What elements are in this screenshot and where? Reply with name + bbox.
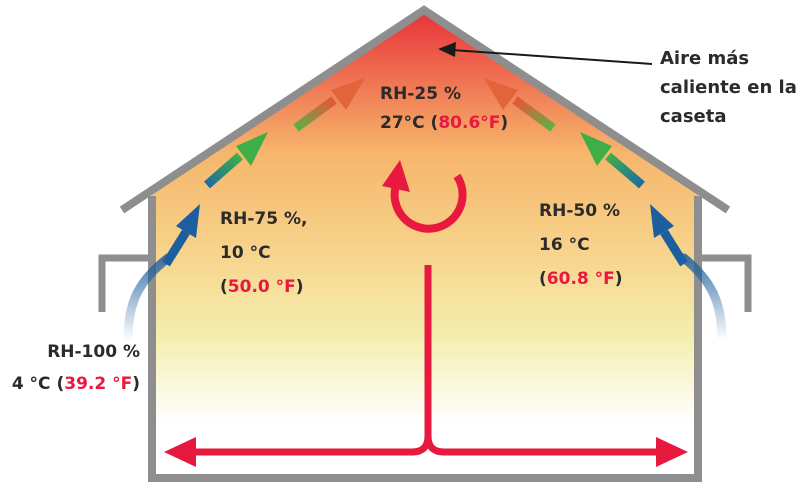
zone-top-temp-c: 27°C ( — [380, 113, 439, 133]
zone-outside-rh: RH-100 % — [47, 342, 140, 362]
note-line-2: caliente en la — [660, 77, 797, 98]
zone-outside-temp-f: 39.2 °F — [64, 374, 133, 394]
circular-arrow-icon — [382, 160, 467, 233]
airflow-arrow-icon-right-1 — [650, 204, 688, 267]
zone-outside-label: RH-100 % 4 °C (39.2 °F) — [8, 336, 140, 400]
house-interior — [152, 12, 698, 478]
zone-outside-temp-c: 4 °C ( — [11, 374, 65, 394]
zone-right-rh: RH-50 % — [539, 201, 620, 221]
zone-top-rh: RH-25 % — [380, 84, 461, 104]
floor-distribution-arrow — [164, 265, 688, 467]
airflow-arrow-icon-left-1 — [162, 204, 200, 267]
zone-left-open: ( — [220, 277, 228, 297]
zone-outside-temp: 4 °C (39.2 °F) — [8, 368, 140, 400]
zone-left-temp-f: 50.0 °F — [227, 277, 296, 297]
zone-right-temp-f: 60.8 °F — [546, 269, 615, 289]
zone-right-label: RH-50 % 16 °C (60.8 °F) — [539, 194, 623, 296]
zone-left-close: ) — [295, 277, 304, 297]
airflow-arrow-icon-left-3 — [293, 78, 365, 132]
warmest-air-note: Aire más caliente en la caseta — [660, 44, 797, 131]
zone-left-rh: RH-75 %, — [220, 209, 308, 229]
note-line-3: caseta — [660, 106, 727, 127]
airflow-arrow-icon-left-2 — [204, 132, 268, 189]
zone-right-temp-c: 16 °C — [539, 235, 590, 255]
zone-top-temp: 27°C (80.6°F) — [380, 109, 508, 138]
right-air-trail — [679, 253, 727, 345]
airflow-arrow-icon-right-2 — [580, 132, 645, 189]
annotation-pointer — [438, 42, 653, 65]
zone-outside-close: ) — [132, 374, 140, 394]
zone-top-close: ) — [500, 113, 509, 133]
right-vent — [698, 254, 752, 312]
note-line-1: Aire más — [660, 48, 750, 69]
zone-right-close: ) — [614, 269, 623, 289]
zone-left-temp: (50.0 °F) — [220, 270, 307, 304]
zone-left-label: RH-75 %, 10 °C (50.0 °F) — [220, 202, 307, 304]
house-wall-outline — [148, 196, 702, 482]
house-roof — [119, 5, 731, 214]
zone-left-temp-c: 10 °C — [220, 243, 271, 263]
airflow-arrow-icon-right-3 — [484, 78, 556, 132]
zone-top-temp-f: 80.6°F — [438, 113, 501, 133]
zone-right-open: ( — [539, 269, 547, 289]
zone-right-temp: (60.8 °F) — [539, 262, 623, 296]
left-air-trail — [123, 253, 173, 345]
left-vent — [98, 254, 152, 312]
zone-top-label: RH-25 % 27°C (80.6°F) — [380, 80, 508, 138]
